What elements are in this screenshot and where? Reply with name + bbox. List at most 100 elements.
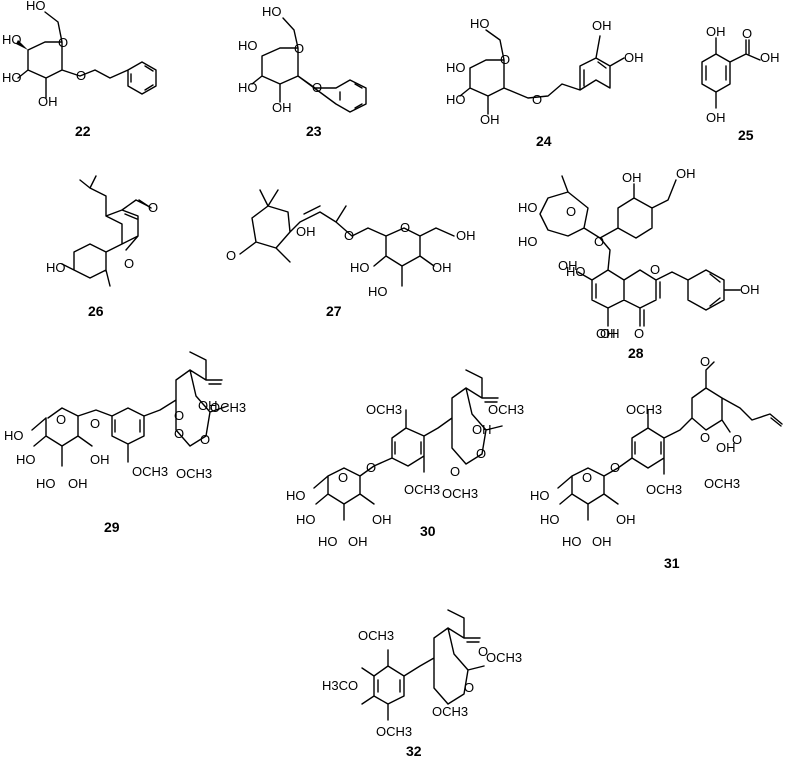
atom-label: OH [90, 452, 110, 467]
atom-label: O [226, 248, 236, 263]
atom-label: HO [540, 512, 560, 527]
atom-label: OCH3 [432, 704, 468, 719]
atom-label: OCH3 [366, 402, 402, 417]
compound-27: O OH O O OH HO HO OH 27 [226, 189, 476, 319]
atom-label: HO [518, 234, 538, 249]
compound-28: HO HO OH O O OH OH OH HO O OH OH O 28 [518, 166, 760, 361]
compound-24: HO HO HO OH O O OH OH 24 [446, 16, 644, 149]
atom-label: O [582, 470, 592, 485]
atom-label: O [400, 220, 410, 235]
atom-label: O [634, 326, 644, 341]
atom-label: HO [518, 200, 538, 215]
atom-label: OH [596, 326, 616, 341]
atom-label: HO [318, 534, 338, 549]
atom-label: OH [706, 110, 726, 125]
atom-label: HO [446, 60, 466, 75]
atom-label: HO [296, 512, 316, 527]
atom-label: HO [286, 488, 306, 503]
atom-label: OH [622, 170, 642, 185]
atom-label: HO [350, 260, 370, 275]
atom-label: OH [472, 422, 492, 437]
atom-label: O [700, 430, 710, 445]
atom-label: O [312, 80, 322, 95]
atom-label: O [200, 432, 210, 447]
atom-label: HO [368, 284, 388, 299]
atom-label: OH [624, 50, 644, 65]
atom-label: O [594, 234, 604, 249]
atom-label: OCH3 [646, 482, 682, 497]
atom-label: OH [480, 112, 500, 127]
compound-number: 23 [306, 123, 322, 139]
compound-26: HO O O 26 [46, 175, 158, 319]
compound-32: OCH3 H3CO OCH3 O OCH3 O OCH3 32 [322, 609, 522, 759]
atom-label: OCH3 [358, 628, 394, 643]
atom-label: OCH3 [488, 402, 524, 417]
atom-label: O [532, 92, 542, 107]
atom-label: HO [36, 476, 56, 491]
atom-label: O [464, 680, 474, 695]
atom-label: O [366, 460, 376, 475]
compound-number: 30 [420, 523, 436, 539]
atom-label: O [476, 446, 486, 461]
atom-label: O [76, 68, 86, 83]
atom-label: O [56, 412, 66, 427]
atom-label: HO [238, 80, 258, 95]
atom-label: OH [592, 534, 612, 549]
compound-number: 22 [75, 123, 91, 139]
atom-label: O [742, 26, 752, 41]
atom-label: OH [616, 512, 636, 527]
compound-30: OCH3 HO O O HO HO OH OH OCH3 O OCH3 OH O… [286, 369, 524, 549]
atom-label: O [500, 52, 510, 67]
atom-label: OH [272, 100, 292, 115]
atom-label: OH [198, 398, 218, 413]
atom-label: OH [38, 94, 58, 109]
atom-label: HO [262, 4, 282, 19]
atom-label: HO [26, 0, 46, 13]
compound-number: 29 [104, 519, 120, 535]
atom-label: HO [530, 488, 550, 503]
atom-label: O [650, 262, 660, 277]
atom-label: OH [760, 50, 780, 65]
compound-29: HO O O HO HO OH OH O OH OCH3 O O OCH3 OC… [4, 351, 246, 535]
compound-22: HO HO HO OH O O 22 [2, 0, 157, 139]
atom-label: OH [740, 282, 760, 297]
compound-number: 25 [738, 127, 754, 143]
compound-number: 28 [628, 345, 644, 361]
atom-label: OH [372, 512, 392, 527]
atom-label: OH [456, 228, 476, 243]
atom-label: OCH3 [210, 400, 246, 415]
atom-label: HO [4, 428, 24, 443]
atom-label: OCH3 [404, 482, 440, 497]
atom-label: OCH3 [486, 650, 522, 665]
atom-label: O [338, 470, 348, 485]
atom-label: OCH3 [442, 486, 478, 501]
atom-label: HO [566, 264, 586, 279]
atom-label: O [174, 408, 184, 423]
atom-label: OH [592, 18, 612, 33]
atom-label: OH [432, 260, 452, 275]
atom-label: O [58, 35, 68, 50]
atom-label: OH [716, 440, 736, 455]
atom-label: O [732, 432, 742, 447]
atom-label: OH [706, 24, 726, 39]
atom-label: OH [600, 326, 620, 341]
compound-31: O OCH3 HO O O HO HO OH OH OCH3 O OH O OC… [530, 354, 783, 571]
compound-number: 26 [88, 303, 104, 319]
atom-label: HO [470, 16, 490, 31]
compound-number: 24 [536, 133, 552, 149]
compound-number: 32 [406, 743, 422, 759]
atom-label: OCH3 [176, 466, 212, 481]
atom-label: H3CO [322, 678, 358, 693]
atom-label: HO [2, 70, 22, 85]
atom-label: OCH3 [376, 724, 412, 739]
atom-label: OCH3 [626, 402, 662, 417]
atom-label: O [174, 426, 184, 441]
compound-number: 27 [326, 303, 342, 319]
atom-label: O [566, 204, 576, 219]
atom-label: O [700, 354, 710, 369]
atom-label: HO [46, 260, 66, 275]
atom-label: OH [676, 166, 696, 181]
atom-label: HO [2, 32, 22, 47]
atom-label: O [90, 416, 100, 431]
